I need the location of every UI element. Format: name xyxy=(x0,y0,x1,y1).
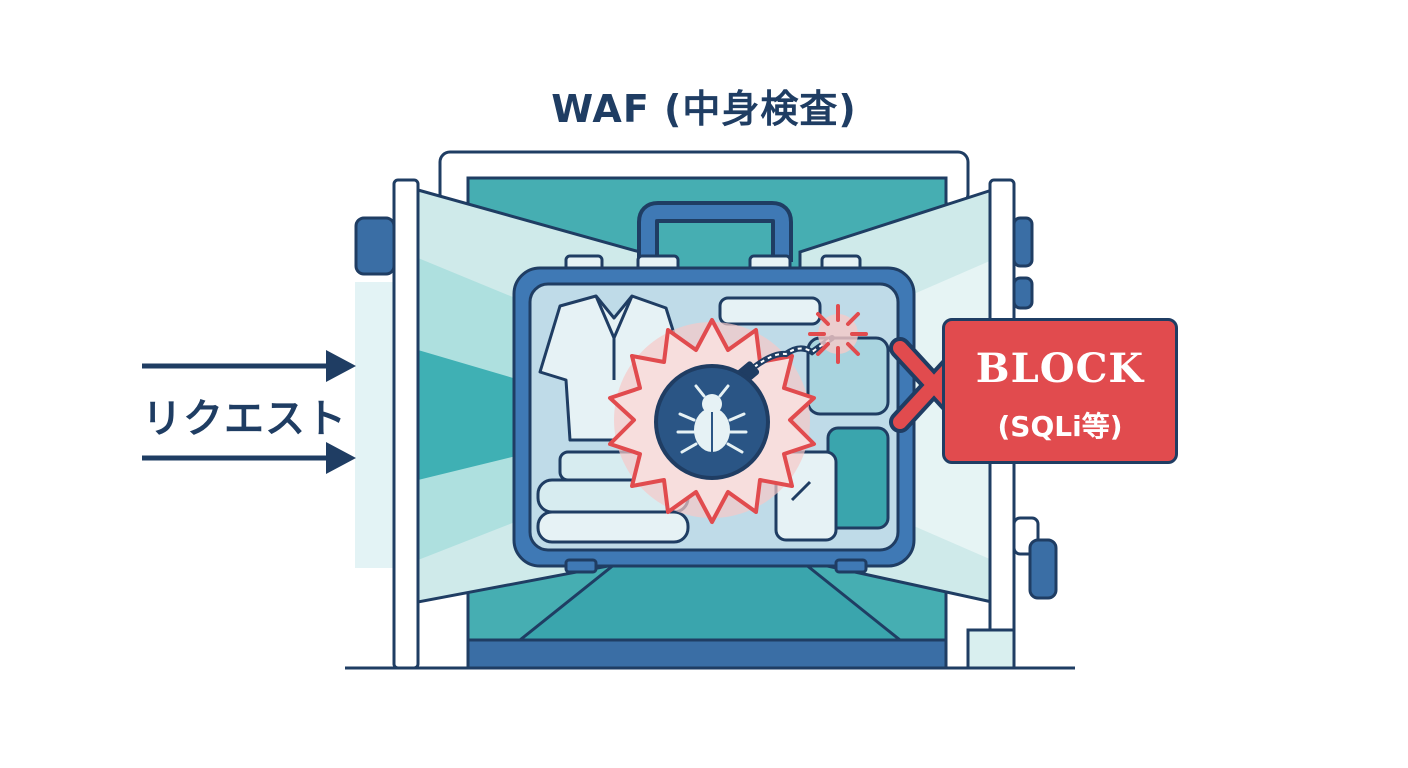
left-frame-bracket xyxy=(354,216,396,276)
block-subtitle: (SQLi等) xyxy=(997,410,1123,443)
toiletry-icon xyxy=(718,296,890,542)
right-frame-foot xyxy=(966,628,1016,670)
right-frame-bracket-mid xyxy=(1012,276,1034,310)
left-frame-post xyxy=(392,178,420,670)
arrow-right-icon xyxy=(142,350,356,474)
block-title: BLOCK xyxy=(975,345,1145,392)
conveyor-base xyxy=(466,638,948,670)
bug-icon xyxy=(676,384,748,454)
right-frame-bracket-bottom xyxy=(1028,538,1058,600)
left-curtain-core xyxy=(418,350,520,480)
diagram-title: WAF (中身検査) xyxy=(551,87,857,131)
fuse-spark-icon xyxy=(808,304,868,364)
block-sign: BLOCK (SQLi等) xyxy=(942,318,1178,464)
right-frame-bracket-top xyxy=(1012,216,1034,268)
request-label: リクエスト xyxy=(142,396,347,442)
